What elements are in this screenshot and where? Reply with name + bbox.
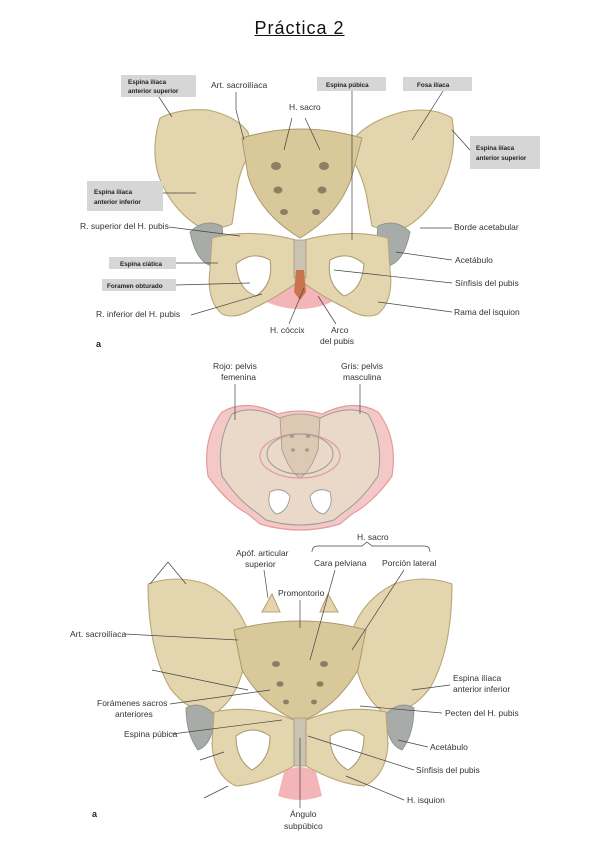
boxed-labels-a: Espina ilíaca anterior superior Espina p… xyxy=(87,75,540,291)
label-asis-left: Espina ilíaca xyxy=(128,79,167,86)
label-arch: Arco xyxy=(331,325,349,335)
svg-text:anterior inferior: anterior inferior xyxy=(453,684,510,694)
label-pelvic-face: Cara pelviana xyxy=(314,558,367,568)
svg-text:anterior inferior: anterior inferior xyxy=(94,199,141,206)
label-acetabulum-b: Acetábulo xyxy=(430,742,468,752)
label-asis-right: Espina ilíaca xyxy=(476,145,515,152)
label-male-pelvis: Gris: pelvis xyxy=(341,361,383,371)
label-sacrum: H. sacro xyxy=(289,102,321,112)
pelvis-comparison xyxy=(206,404,394,531)
svg-text:anterior superior: anterior superior xyxy=(128,88,179,95)
labels-b: H. sacro Apóf. articular superior Cara p… xyxy=(70,532,519,831)
svg-text:superior: superior xyxy=(245,559,276,569)
label-pubic-spine-b: Espina púbica xyxy=(124,729,178,739)
label-sacroiliac: Art. sacroilíaca xyxy=(211,80,267,90)
label-sacroiliac-b: Art. sacroilíaca xyxy=(70,629,126,639)
leader-lines-a xyxy=(158,90,471,325)
svg-text:subpúbico: subpúbico xyxy=(284,821,323,831)
svg-text:del pubis: del pubis xyxy=(320,336,354,346)
label-symphysis-b: Sínfisis del pubis xyxy=(416,765,480,775)
label-female-pelvis: Rojo: pelvis xyxy=(213,361,257,371)
label-symphysis: Sínfisis del pubis xyxy=(455,278,519,288)
leader-lines-b xyxy=(123,561,451,808)
label-subpubic-angle: Ángulo xyxy=(290,809,317,819)
label-aiis-b: Espina ilíaca xyxy=(453,673,501,683)
label-ischium: H. isquion xyxy=(407,795,445,805)
pelvis-figure-a xyxy=(154,109,455,317)
label-aiis: Espina ilíaca xyxy=(94,189,133,196)
label-pecten: Pecten del H. pubis xyxy=(445,708,519,718)
pelvis-figure-b xyxy=(147,578,453,800)
page-title: Práctica 2 xyxy=(254,18,345,38)
label-lateral-part: Porción lateral xyxy=(382,558,436,568)
label-iliac-fossa: Fosa ilíaca xyxy=(417,82,450,89)
label-articular-process: Apóf. articular xyxy=(236,548,289,558)
label-promontory: Promontorio xyxy=(278,588,325,598)
figure-letter-a: a xyxy=(96,339,102,349)
svg-text:anteriores: anteriores xyxy=(115,709,153,719)
svg-text:anterior superior: anterior superior xyxy=(476,155,527,162)
label-coccyx: H. cóccix xyxy=(270,325,305,335)
label-superior-pubis: R. superior del H. pubis xyxy=(80,221,169,231)
label-inferior-pubis: R. inferior del H. pubis xyxy=(96,309,180,319)
svg-text:masculina: masculina xyxy=(343,372,382,382)
labels-a: Art. sacroilíaca H. sacro R. superior de… xyxy=(80,80,520,349)
comparison-labels: Rojo: pelvis femenina Gris: pelvis mascu… xyxy=(213,361,383,420)
label-pubic-spine: Espina púbica xyxy=(326,82,369,89)
label-obturator: Foramen obturado xyxy=(107,283,163,290)
label-sacrum-group: H. sacro xyxy=(357,532,389,542)
figure-letter-b: a xyxy=(92,809,98,819)
label-ischial-ramus: Rama del isquion xyxy=(454,307,520,317)
label-acetabular-rim: Borde acetabular xyxy=(454,222,519,232)
label-acetabulum: Acetábulo xyxy=(455,255,493,265)
label-sciatic-spine: Espina ciática xyxy=(120,261,162,268)
svg-text:femenina: femenina xyxy=(221,372,256,382)
label-sacral-foramina: Forámenes sacros xyxy=(97,698,167,708)
